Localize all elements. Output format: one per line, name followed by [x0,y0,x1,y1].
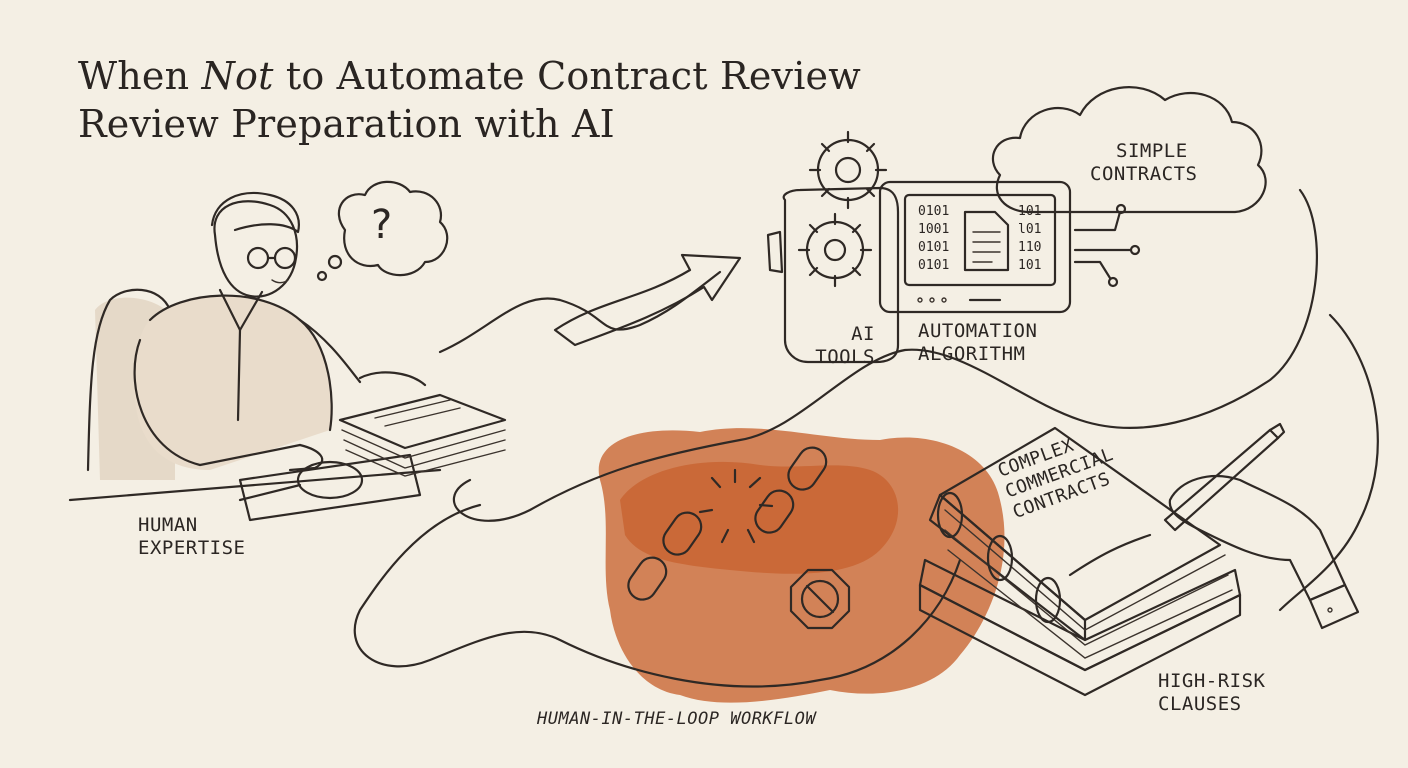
cloud-icon [991,86,1267,214]
document-icon [963,210,1010,272]
label-automation-algorithm: AUTOMATION ALGORITHM [918,320,1037,366]
title-emphasis: Not [201,54,274,98]
label-high-risk-clauses: HIGH-RISK CLAUSES [1158,670,1265,716]
label-high-risk-line-1: HIGH-RISK [1158,670,1266,692]
title-line-1: When Not to Automate Contract Review [78,52,861,100]
question-bubble-icon [316,180,449,282]
label-automation-algorithm-line-1: AUTOMATION [918,320,1038,342]
gear-icon [797,212,873,288]
svg-text:l01: l01 [1018,222,1041,237]
page-title: When Not to Automate Contract Review Rev… [78,52,861,148]
svg-text:0101: 0101 [918,204,949,219]
binder-icon [918,426,1242,697]
label-high-risk-line-2: CLAUSES [1158,693,1242,715]
magnifier-icon [238,460,364,502]
label-simple-contracts: SIMPLE CONTRACTS [1090,140,1197,186]
label-simple-contracts-line-1: SIMPLE [1116,140,1188,162]
label-human-expertise-line-1: HUMAN [138,514,198,536]
svg-text:0101: 0101 [918,240,949,255]
ai-machine-illustration: 0101 1001 0101 0101 101 l01 110 101 [766,130,1141,364]
label-human-in-the-loop: HUMAN-IN-THE-LOOP WORKFLOW [537,709,817,729]
arrow-icon [553,253,742,347]
human-expert-illustration [68,180,507,522]
svg-text:101: 101 [1018,258,1041,273]
broken-chain-icon [627,446,828,601]
label-ai-tools-line-2: TOOLS [815,346,875,368]
title-line-2: Review Preparation with AI [78,102,615,146]
title-line-1-end: to Automate Contract Review [273,54,861,98]
label-simple-contracts-line-2: CONTRACTS [1090,163,1198,185]
pen-icon [1163,422,1360,630]
svg-text:0101: 0101 [918,258,949,273]
title-line-1-start: When [78,54,202,98]
question-mark: ? [371,202,393,248]
label-ai-tools-line-1: AI [851,323,875,345]
svg-text:110: 110 [1018,240,1041,255]
connector-lines [353,188,1379,688]
prohibited-icon [789,568,851,630]
label-automation-algorithm-line-2: ALGORITHM [918,343,1026,365]
svg-text:1001: 1001 [918,222,949,237]
label-ai-tools: AI TOOLS [807,323,875,369]
gear-icon [808,130,888,210]
label-human-expertise: HUMAN EXPERTISE [138,514,245,560]
screen-binary: 0101 1001 0101 0101 101 l01 110 101 [918,204,1041,273]
watercolor-wash [598,428,1005,703]
label-human-expertise-line-2: EXPERTISE [138,537,246,559]
